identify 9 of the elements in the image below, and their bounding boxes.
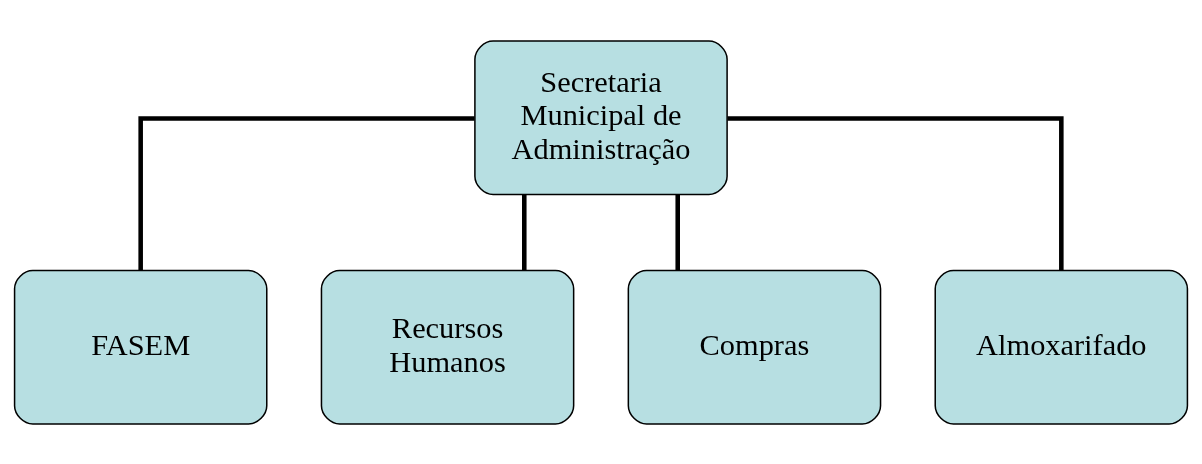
node-box: Almoxarifado [934, 269, 1189, 425]
connector [727, 115, 1064, 270]
node-box: Recursos Humanos [320, 269, 575, 425]
connector [522, 194, 527, 270]
node-box: FASEM [13, 269, 268, 425]
node-box: Compras [627, 269, 882, 425]
connector [138, 115, 475, 270]
node-box: Secretaria Municipal de Administração [474, 39, 728, 195]
connector [675, 194, 680, 270]
